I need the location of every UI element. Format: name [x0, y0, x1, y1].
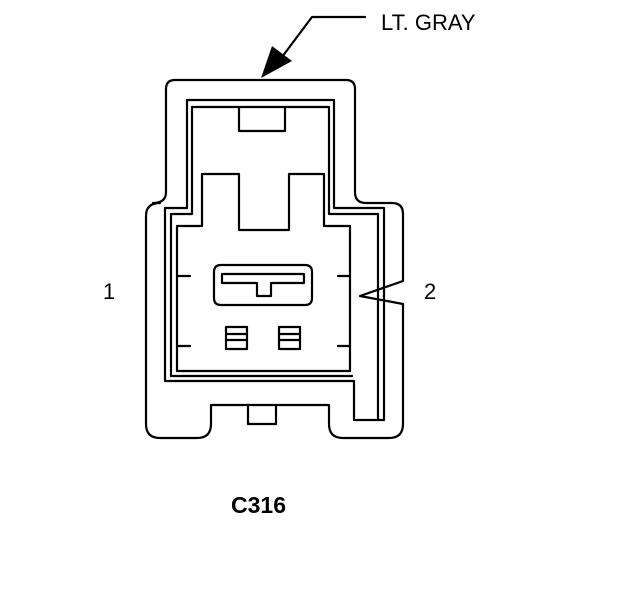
terminal-cavity-body	[175, 172, 352, 373]
locking-frame-inner	[190, 105, 380, 422]
bottom-tab	[246, 403, 278, 426]
connector-housing-outline	[144, 78, 405, 440]
key-slot	[212, 263, 314, 307]
terminal-pin-1	[224, 325, 249, 351]
callout-leader-line	[280, 15, 367, 59]
callout-arrowhead	[261, 46, 292, 78]
pin-1-label: 1	[103, 279, 115, 304]
connector-id-label: C316	[231, 492, 286, 518]
pin-2-label: 2	[424, 279, 436, 304]
latch-tab	[237, 105, 287, 133]
right-side-ribs	[336, 274, 352, 348]
key-slot-blade	[220, 272, 306, 298]
color-callout-label: LT. GRAY	[381, 10, 476, 35]
locking-frame-left-outer	[163, 98, 356, 422]
locking-frame-left-inner	[169, 105, 354, 378]
left-side-ribs	[175, 274, 192, 348]
terminal-pin-2	[277, 325, 302, 351]
